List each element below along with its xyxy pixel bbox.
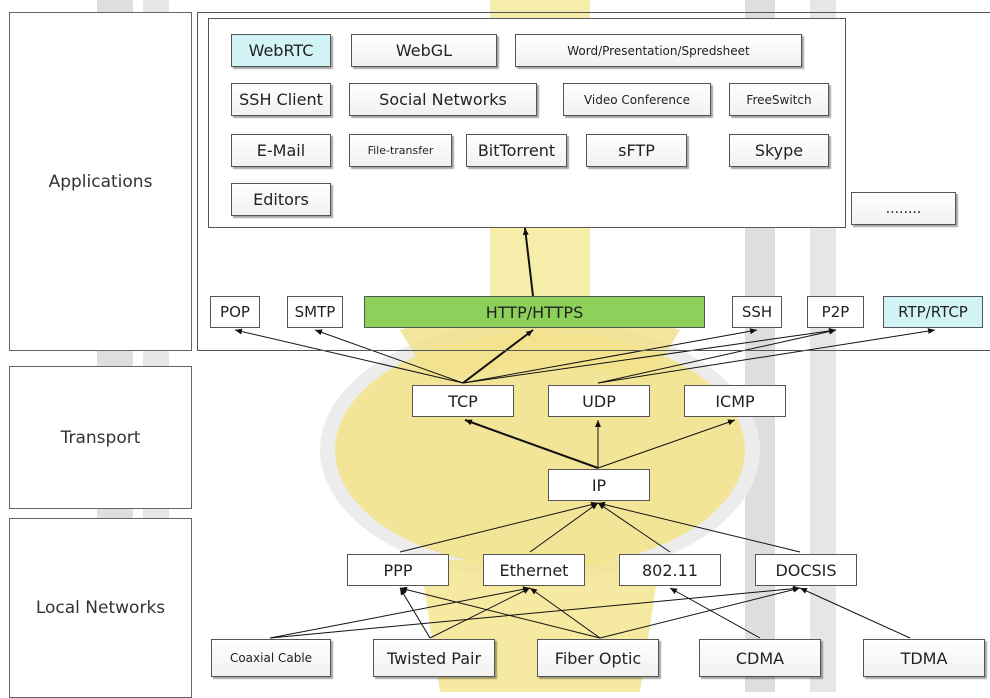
transport-layer: Transport xyxy=(9,366,192,509)
freeswitch-box: FreeSwitch xyxy=(729,83,829,116)
local-networks-layer-label: Local Networks xyxy=(36,598,165,618)
email-box: E-Mail xyxy=(231,134,331,167)
word-presentation-spreadsheet-box: Word/Presentation/Spredsheet xyxy=(515,34,802,67)
twisted-pair-box: Twisted Pair xyxy=(373,639,495,677)
sftp-box: sFTP xyxy=(586,134,687,167)
wifi-80211-box: 802.11 xyxy=(619,554,721,586)
ethernet-label: Ethernet xyxy=(500,561,569,580)
transport-layer-label: Transport xyxy=(61,428,141,448)
more-apps-box: ........ xyxy=(851,192,956,225)
webrtc-box: WebRTC xyxy=(231,34,331,67)
coaxial-cable-box: Coaxial Cable xyxy=(211,639,331,677)
ssh-box: SSH xyxy=(732,296,782,328)
webgl-box: WebGL xyxy=(351,34,497,67)
video-conference-label: Video Conference xyxy=(584,93,690,107)
icmp-box: ICMP xyxy=(684,385,786,417)
file-transfer-box: File-transfer xyxy=(349,134,452,167)
fiber-optic-label: Fiber Optic xyxy=(555,649,641,668)
sftp-label: sFTP xyxy=(618,141,655,160)
editors-box: Editors xyxy=(231,183,331,216)
tdma-box: TDMA xyxy=(863,639,985,677)
smtp-label: SMTP xyxy=(295,303,336,321)
udp-label: UDP xyxy=(582,392,616,411)
file-transfer-label: File-transfer xyxy=(368,144,434,157)
pop-label: POP xyxy=(220,303,250,321)
ssh-client-label: SSH Client xyxy=(239,90,323,109)
rtp-rtcp-box: RTP/RTCP xyxy=(883,296,983,328)
ppp-label: PPP xyxy=(384,561,413,580)
local-networks-layer: Local Networks xyxy=(9,518,192,698)
bittorrent-label: BitTorrent xyxy=(478,141,555,160)
coaxial-cable-label: Coaxial Cable xyxy=(230,651,312,665)
word-presentation-spreadsheet-label: Word/Presentation/Spredsheet xyxy=(567,44,750,58)
http-https-label: HTTP/HTTPS xyxy=(486,303,583,322)
ssh-label: SSH xyxy=(742,303,772,321)
docsis-box: DOCSIS xyxy=(755,554,857,586)
webgl-label: WebGL xyxy=(396,41,452,60)
twisted-pair-label: Twisted Pair xyxy=(387,649,481,668)
ip-label: IP xyxy=(592,476,606,495)
ssh-client-box: SSH Client xyxy=(231,83,331,116)
more-apps-label: ........ xyxy=(886,201,922,217)
applications-layer: Applications xyxy=(9,12,192,351)
ethernet-box: Ethernet xyxy=(483,554,585,586)
docsis-label: DOCSIS xyxy=(775,561,836,580)
http-https-box: HTTP/HTTPS xyxy=(364,296,705,328)
skype-label: Skype xyxy=(755,141,803,160)
cdma-label: CDMA xyxy=(736,649,784,668)
social-networks-label: Social Networks xyxy=(379,90,507,109)
bittorrent-box: BitTorrent xyxy=(466,134,567,167)
wifi-80211-label: 802.11 xyxy=(642,561,698,580)
smtp-box: SMTP xyxy=(287,296,343,328)
icmp-label: ICMP xyxy=(715,392,754,411)
udp-box: UDP xyxy=(548,385,650,417)
p2p-label: P2P xyxy=(822,303,850,321)
p2p-box: P2P xyxy=(807,296,864,328)
pop-box: POP xyxy=(210,296,260,328)
webrtc-label: WebRTC xyxy=(249,41,314,60)
freeswitch-label: FreeSwitch xyxy=(746,93,811,107)
tcp-box: TCP xyxy=(412,385,514,417)
fiber-optic-box: Fiber Optic xyxy=(537,639,659,677)
tdma-label: TDMA xyxy=(901,649,948,668)
ppp-box: PPP xyxy=(347,554,449,586)
cdma-box: CDMA xyxy=(699,639,821,677)
ip-box: IP xyxy=(548,469,650,501)
applications-layer-label: Applications xyxy=(49,172,153,192)
skype-box: Skype xyxy=(729,134,829,167)
tcp-label: TCP xyxy=(448,392,478,411)
rtp-rtcp-label: RTP/RTCP xyxy=(898,303,968,321)
email-label: E-Mail xyxy=(257,141,305,160)
editors-label: Editors xyxy=(253,190,309,209)
social-networks-box: Social Networks xyxy=(349,83,537,116)
video-conference-box: Video Conference xyxy=(563,83,711,116)
